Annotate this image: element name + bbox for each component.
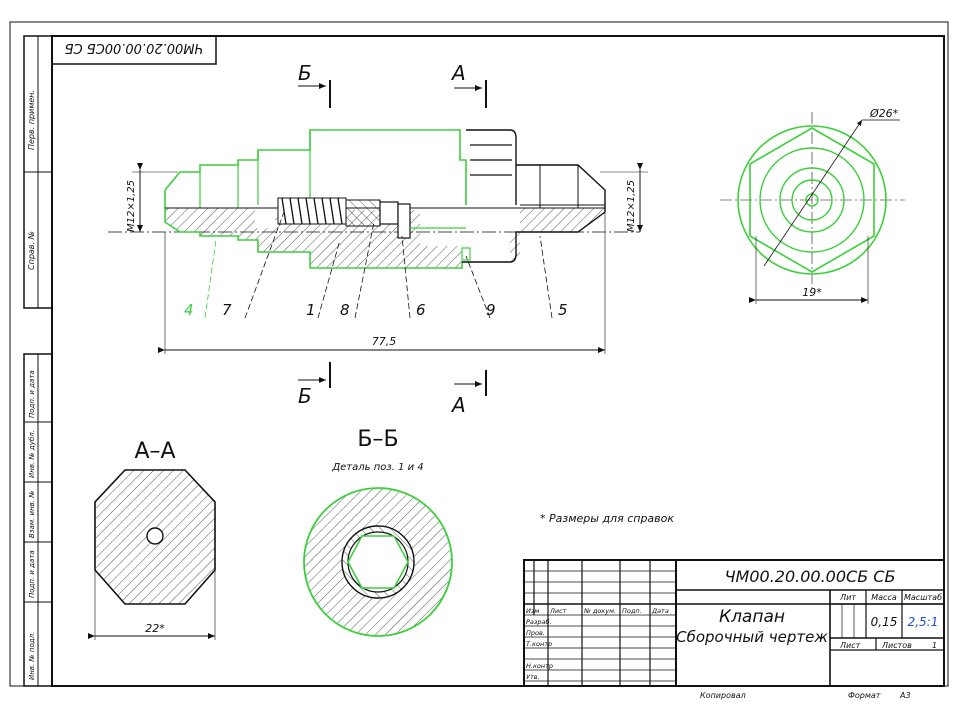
balloon-6: 6 (416, 301, 426, 319)
cut-marker-a-bottom: А (450, 370, 487, 417)
dim-thread-left: M12×1,25 (126, 163, 178, 232)
section-aa: А–А 22* (88, 439, 216, 640)
row-razrab: Разраб. (526, 618, 552, 626)
cut-marker-b-top: Б (298, 61, 331, 108)
spring (277, 197, 347, 225)
balloon-7: 7 (222, 301, 232, 319)
copied-label: Копировал (700, 691, 746, 700)
thread-right-label: M12×1,25 (626, 180, 637, 232)
balloon-5: 5 (558, 301, 568, 319)
diam-end-label: Ø26* (869, 107, 899, 120)
side-perv-primen: Перв. примен. (27, 90, 36, 150)
length-label: 77,5 (372, 335, 397, 348)
dim-length: 77,5 (158, 212, 606, 354)
row-prov: Пров. (526, 629, 545, 637)
cut-b-bottom-label: Б (298, 384, 312, 408)
balloon-9: 9 (486, 301, 496, 319)
col-sign: Подп. (622, 607, 642, 615)
sheet-label: Лист (839, 641, 861, 650)
mass-header: Масса (871, 593, 897, 602)
format-label: Формат (848, 691, 881, 700)
section-bb-subtitle: Деталь поз. 1 и 4 (331, 462, 423, 473)
title-left-grid (524, 560, 676, 686)
scale-value: 2,5:1 (908, 615, 939, 629)
cut-b-top-label: Б (298, 61, 312, 85)
end-view: Ø26* 19* (720, 107, 905, 304)
hex-end-label: 19* (802, 286, 822, 299)
lit-header: Лит (839, 593, 856, 602)
body-outline-upper (164, 129, 467, 208)
cut-a-top-label: А (450, 61, 466, 85)
col-izm: Изм (526, 607, 539, 615)
leaders (204, 211, 553, 319)
main-view: M12×1,25 M12×1,25 77,5 Б А (108, 61, 648, 417)
side-podp-data-1: Подп. и дата (28, 370, 36, 418)
mass-value: 0,15 (871, 615, 898, 629)
thread-left-label: M12×1,25 (126, 180, 137, 232)
section-aa-title: А–А (134, 439, 175, 464)
sheets-value: 1 (932, 641, 937, 650)
balloon-4: 4 (184, 301, 194, 319)
scale-header: Масштаб (904, 593, 942, 602)
note-text: * Размеры для справок (540, 512, 674, 525)
side-podp-data-2: Подп. и дата (28, 550, 36, 598)
side-sprav: Справ. № (27, 231, 36, 270)
doc-type: Сборочный чертеж (676, 628, 828, 646)
side-inv-podl: Инв. № подл. (28, 632, 36, 680)
col-list: Лист (549, 607, 567, 615)
cut-marker-a-top: А (450, 61, 487, 108)
balloon-1: 1 (306, 301, 316, 319)
side-inv-dubl: Инв. № дубл. (28, 430, 36, 478)
cut-a-bottom-label: А (450, 393, 466, 417)
row-nkontr: Н.контр (526, 662, 553, 670)
section-lower (164, 197, 606, 269)
dim-thread-right: M12×1,25 (600, 163, 648, 232)
part-name: Клапан (719, 607, 785, 627)
balloon-8: 8 (340, 301, 350, 319)
format-value: A3 (899, 691, 911, 700)
col-doc: № докум. (583, 607, 616, 615)
cut-marker-b-bottom: Б (298, 362, 331, 408)
row-tkontr: Т.контр (526, 640, 552, 648)
section-bb: Б–Б Деталь поз. 1 и 4 (303, 427, 453, 637)
top-code-box: ЧМ00.20.00.00СБ СБ (51, 35, 217, 65)
doc-code: ЧМ00.20.00.00СБ СБ (725, 567, 896, 586)
side-vzam-inv: Взам. инв. № (28, 490, 36, 538)
title-right-grid (829, 590, 944, 686)
doc-code-rotated: ЧМ00.20.00.00СБ СБ (65, 40, 204, 55)
hex-aa-label: 22* (145, 622, 165, 635)
row-utv: Утв. (526, 673, 540, 681)
fitting-upper (466, 129, 606, 208)
title-block: Изм Лист № докум. Подп. Дата Разраб. Про… (523, 559, 945, 700)
side-strip: Перв. примен. Справ. № Подп. и дата Инв.… (23, 35, 53, 687)
section-bb-title: Б–Б (357, 427, 398, 452)
col-date: Дата (651, 607, 669, 615)
sheets-label: Листов (881, 641, 912, 650)
